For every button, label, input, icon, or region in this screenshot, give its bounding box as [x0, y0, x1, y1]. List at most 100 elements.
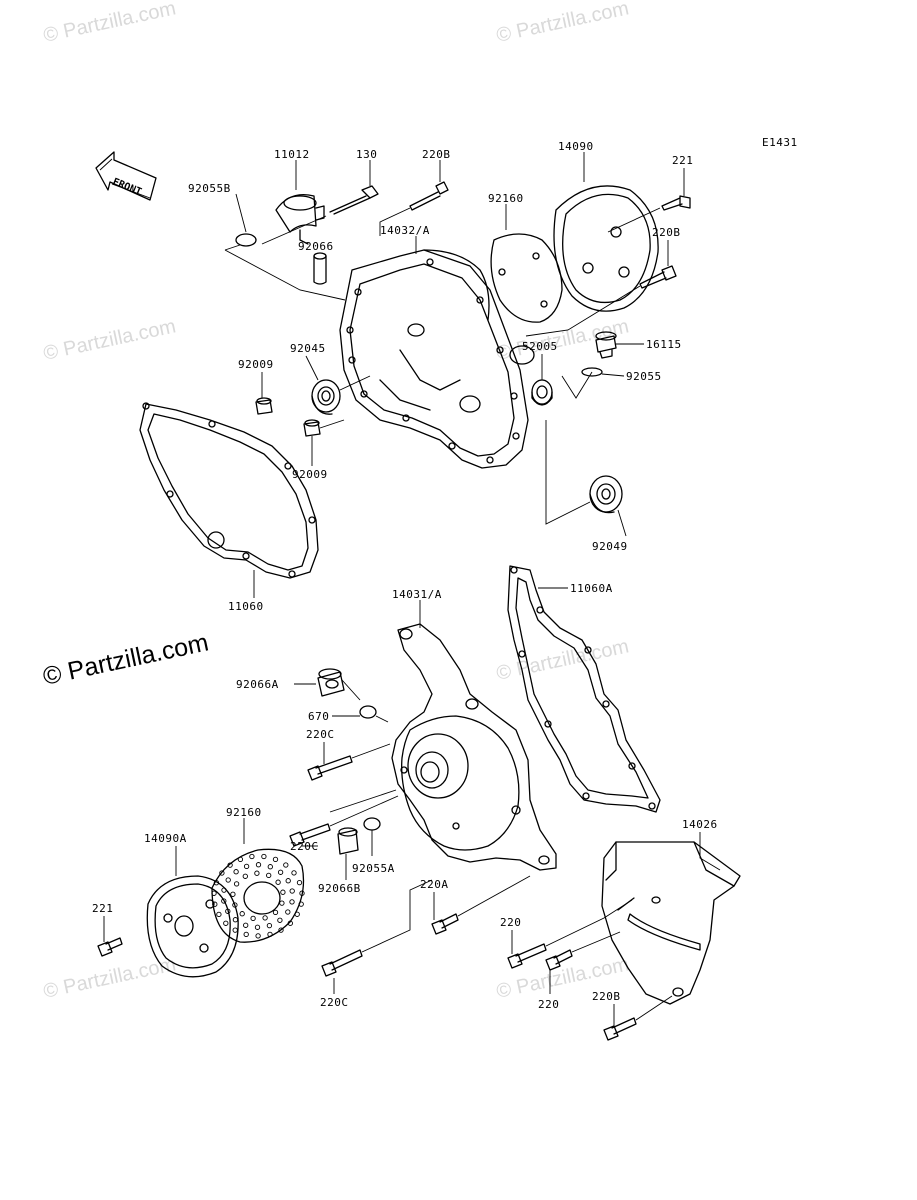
part-11012 [275, 193, 325, 245]
label-92045: 92045 [290, 342, 326, 355]
perforation-hole [266, 872, 272, 879]
label-220B-right: 220B [652, 226, 681, 239]
label-220-b: 220 [538, 998, 559, 1011]
watermark-main: © Partzilla.com [40, 628, 211, 690]
part-220-bolt-b [545, 931, 621, 971]
callout-labels: 11012 130 220B 14090 221 92055B 92160 14… [92, 140, 718, 1011]
perforation-hole [272, 856, 279, 863]
perforation-hole [227, 862, 233, 868]
watermark: © Partzilla.com [41, 0, 177, 47]
perforation-hole [243, 863, 250, 870]
part-92055B [235, 233, 257, 247]
perforation-hole [254, 924, 261, 930]
label-11012: 11012 [274, 148, 310, 161]
watermark: © Partzilla.com [41, 315, 177, 365]
label-220C-c: 220C [320, 996, 349, 1009]
part-14032A-cover [339, 249, 535, 469]
part-92009-stud-a [255, 397, 273, 415]
perforation-hole [254, 870, 260, 876]
part-220B-bolt-right [525, 265, 677, 337]
perforation-hole [223, 920, 229, 926]
part-14090A-cover [146, 875, 239, 978]
label-14031A: 14031/A [392, 588, 442, 601]
watermark: © Partzilla.com [41, 953, 177, 1003]
part-92160-gasket-top [490, 233, 563, 323]
part-11060A-gasket [507, 565, 661, 813]
perforation-hole [237, 856, 244, 863]
label-220-a: 220 [500, 916, 521, 929]
part-220A-bolt [431, 875, 531, 935]
label-92160-top: 92160 [488, 192, 524, 205]
label-92066A: 92066A [236, 678, 279, 691]
label-11060A: 11060A [570, 582, 613, 595]
label-92009-b: 92009 [292, 468, 328, 481]
label-670: 670 [308, 710, 329, 723]
part-92066-pin [313, 252, 327, 285]
perforation-hole [239, 911, 245, 917]
part-670-oring [359, 705, 377, 719]
perforation-hole [291, 870, 297, 876]
label-14090: 14090 [558, 140, 594, 153]
perforation-hole [285, 909, 291, 915]
perforation-hole [267, 931, 273, 938]
part-92066B-plug [337, 827, 359, 855]
part-220C-bolt-b [289, 795, 399, 847]
watermark: © Partzilla.com [494, 0, 630, 47]
label-220C-a: 220C [306, 728, 335, 741]
part-14031A-cover [391, 623, 557, 871]
part-221-screw-bottom [97, 937, 123, 957]
perforation-hole [275, 879, 281, 885]
label-92160-bottom: 92160 [226, 806, 262, 819]
perforation-hole [262, 915, 268, 921]
label-92066B: 92066B [318, 882, 361, 895]
perforation-hole [289, 899, 295, 905]
label-92055: 92055 [626, 370, 662, 383]
watermarks: © Partzilla.com © Partzilla.com © Partzi… [40, 0, 630, 1003]
perforation-hole [261, 853, 267, 860]
label-130: 130 [356, 148, 377, 161]
label-220A: 220A [420, 878, 449, 891]
perforation-hole [299, 890, 305, 896]
part-92160-gasket-bottom [211, 848, 305, 943]
part-92066A-plug [317, 668, 345, 697]
perforation-hole [287, 920, 293, 926]
perforation-hole [230, 891, 236, 897]
perforation-hole [243, 931, 249, 938]
perforation-hole [296, 879, 303, 886]
perforation-hole [278, 927, 284, 933]
perforation-hole [242, 873, 248, 879]
part-221-screw-top [607, 195, 691, 233]
part-92009-stud-b [303, 419, 321, 437]
part-14026-guard [601, 841, 741, 1005]
label-221-bottom: 221 [92, 902, 113, 915]
label-14026: 14026 [682, 818, 718, 831]
label-14090A: 14090A [144, 832, 187, 845]
part-220-bolt-a [507, 899, 633, 969]
perforation-hole [249, 853, 255, 860]
label-16115: 16115 [646, 338, 682, 351]
part-14090-cover [553, 185, 659, 312]
part-220B-bolt-bottom [603, 995, 673, 1041]
perforation-hole [298, 901, 304, 907]
label-14032A: 14032/A [380, 224, 430, 237]
label-11060: 11060 [228, 600, 264, 613]
label-92049: 92049 [592, 540, 628, 553]
front-arrow-icon: FRONT [95, 151, 157, 201]
perforation-hole [232, 927, 238, 933]
perforation-hole [267, 864, 273, 870]
perforation-hole [250, 915, 256, 922]
label-220C-b: 220C [290, 840, 319, 853]
perforation-hole [255, 933, 261, 939]
perforation-hole [289, 888, 295, 894]
part-11060-gasket [139, 402, 319, 579]
perforation-hole [283, 862, 289, 868]
perforation-hole [285, 878, 291, 884]
perforation-hole [233, 869, 239, 875]
part-92055A-oring [363, 817, 381, 831]
perforation-hole [243, 922, 249, 928]
diagram-code: E1431 [762, 136, 798, 149]
perforation-hole [255, 862, 262, 868]
perforation-hole [232, 917, 239, 923]
perforation-hole [266, 922, 273, 929]
label-221-top: 221 [672, 154, 693, 167]
